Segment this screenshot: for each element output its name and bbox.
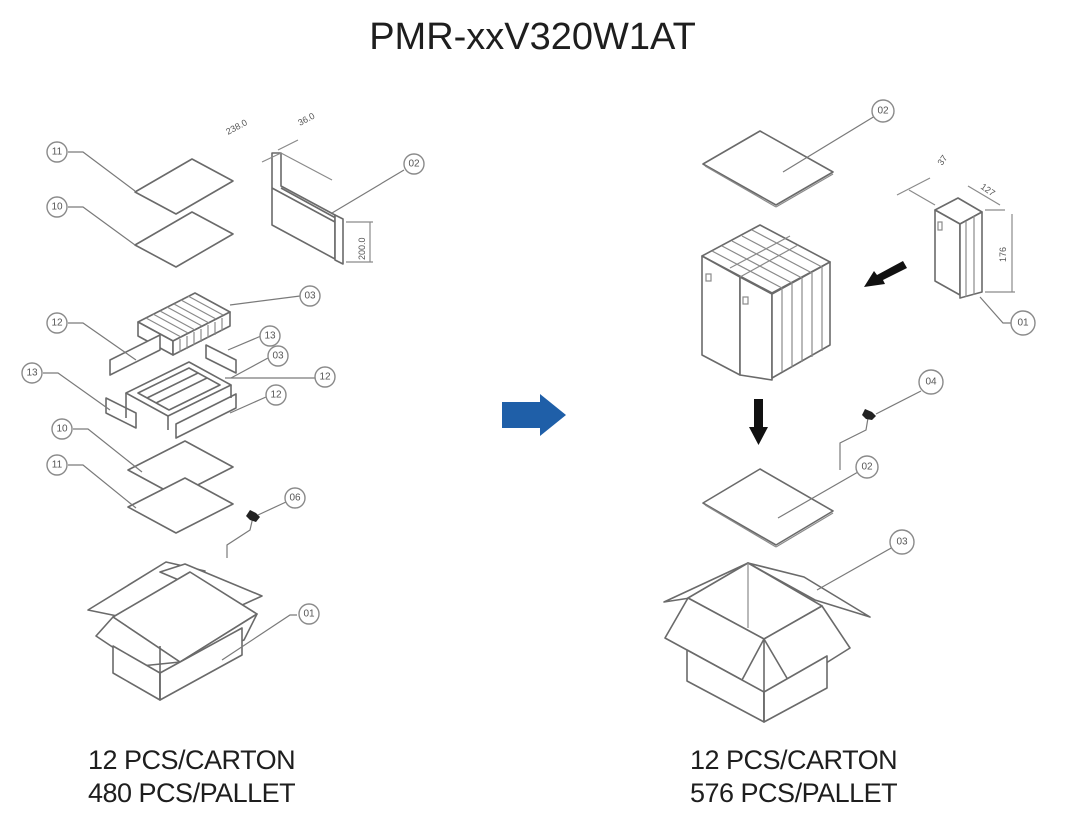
callout-bubble [265,384,287,406]
desiccant-bag-left [226,510,260,558]
callout-label: 10 [51,202,63,213]
left-exploded-view: 238.0 36.0 200.0 [21,111,425,701]
diagram-title: PMR-xxV320W1AT [369,16,696,58]
right-pcs-per-carton: 12 PCS/CARTON [690,745,898,775]
pad-bottom-right [702,468,834,548]
callout-bubble [314,366,336,388]
callout-label: 12 [270,390,282,401]
single-unit: 37 127 176 [896,153,1015,299]
callout-label: 10 [56,424,68,435]
pad-bottom-inner [127,440,234,497]
tray-frame [125,361,232,430]
callout-bubble [51,418,73,440]
callout-bubble [1010,310,1036,336]
down-arrow-icon [749,399,768,445]
carton-right [663,562,871,723]
callout-label: 02 [408,159,420,170]
callout-bubble [46,196,68,218]
dim-width-left: 36.0 [296,111,316,128]
callout-bubble [46,312,68,334]
pad-top-outer [134,158,234,215]
callout-bubble [21,362,43,384]
right-callouts: 02 01 04 02 03 [777,99,1036,591]
callout-label: 03 [272,351,284,362]
callout-label: 13 [26,368,38,379]
callout-label: 11 [52,147,63,158]
callout-bubble [871,99,895,123]
callout-bubble [299,285,321,307]
callout-bubble [403,153,425,175]
callout-bubble [889,529,915,555]
callout-label: 02 [877,106,889,117]
callout-label: 11 [52,460,63,471]
callout-bubble [855,455,879,479]
pad-top-right [702,130,834,208]
callout-label: 03 [304,291,316,302]
left-callouts: 11 10 02 03 12 13 13 03 12 [21,141,425,661]
dim-depth-left: 238.0 [224,117,249,136]
callout-label: 12 [51,318,63,329]
dim-height-right: 176 [998,247,1008,262]
pad-top-inner [134,211,234,268]
end-caps [105,334,237,439]
left-pcs-per-pallet: 480 PCS/PALLET [88,778,296,808]
callout-bubble [918,369,944,395]
desiccant-bag-right [839,409,876,470]
right-arrow-icon [502,394,566,436]
callout-bubble [259,325,281,347]
left-pcs-per-carton: 12 PCS/CARTON [88,745,296,775]
carton-left [87,561,263,701]
callout-label: 02 [861,462,873,473]
partition-divider: 238.0 36.0 200.0 [224,111,373,265]
callout-label: 12 [319,372,331,383]
callout-bubble [46,454,68,476]
callout-bubble [46,141,68,163]
callout-label: 01 [1017,318,1029,329]
left-caption: 12 PCS/CARTON 480 PCS/PALLET [88,744,296,810]
dim-depth-right: 37 [935,153,949,167]
callout-label: 03 [896,537,908,548]
callout-bubble [298,603,320,625]
dim-height-left: 200.0 [357,237,367,260]
right-caption: 12 PCS/CARTON 576 PCS/PALLET [690,744,898,810]
stacked-units [701,224,831,381]
callout-label: 13 [264,331,276,342]
callout-bubble [284,487,306,509]
callout-label: 01 [303,609,315,620]
callout-label: 06 [289,493,301,504]
right-exploded-view: 37 127 176 [663,99,1036,723]
insert-arrow-icon [864,261,907,287]
dim-width-right: 127 [979,181,997,198]
callout-label: 04 [925,377,937,388]
right-pcs-per-pallet: 576 PCS/PALLET [690,778,898,808]
callout-bubble [267,345,289,367]
pad-bottom-outer [127,477,234,534]
